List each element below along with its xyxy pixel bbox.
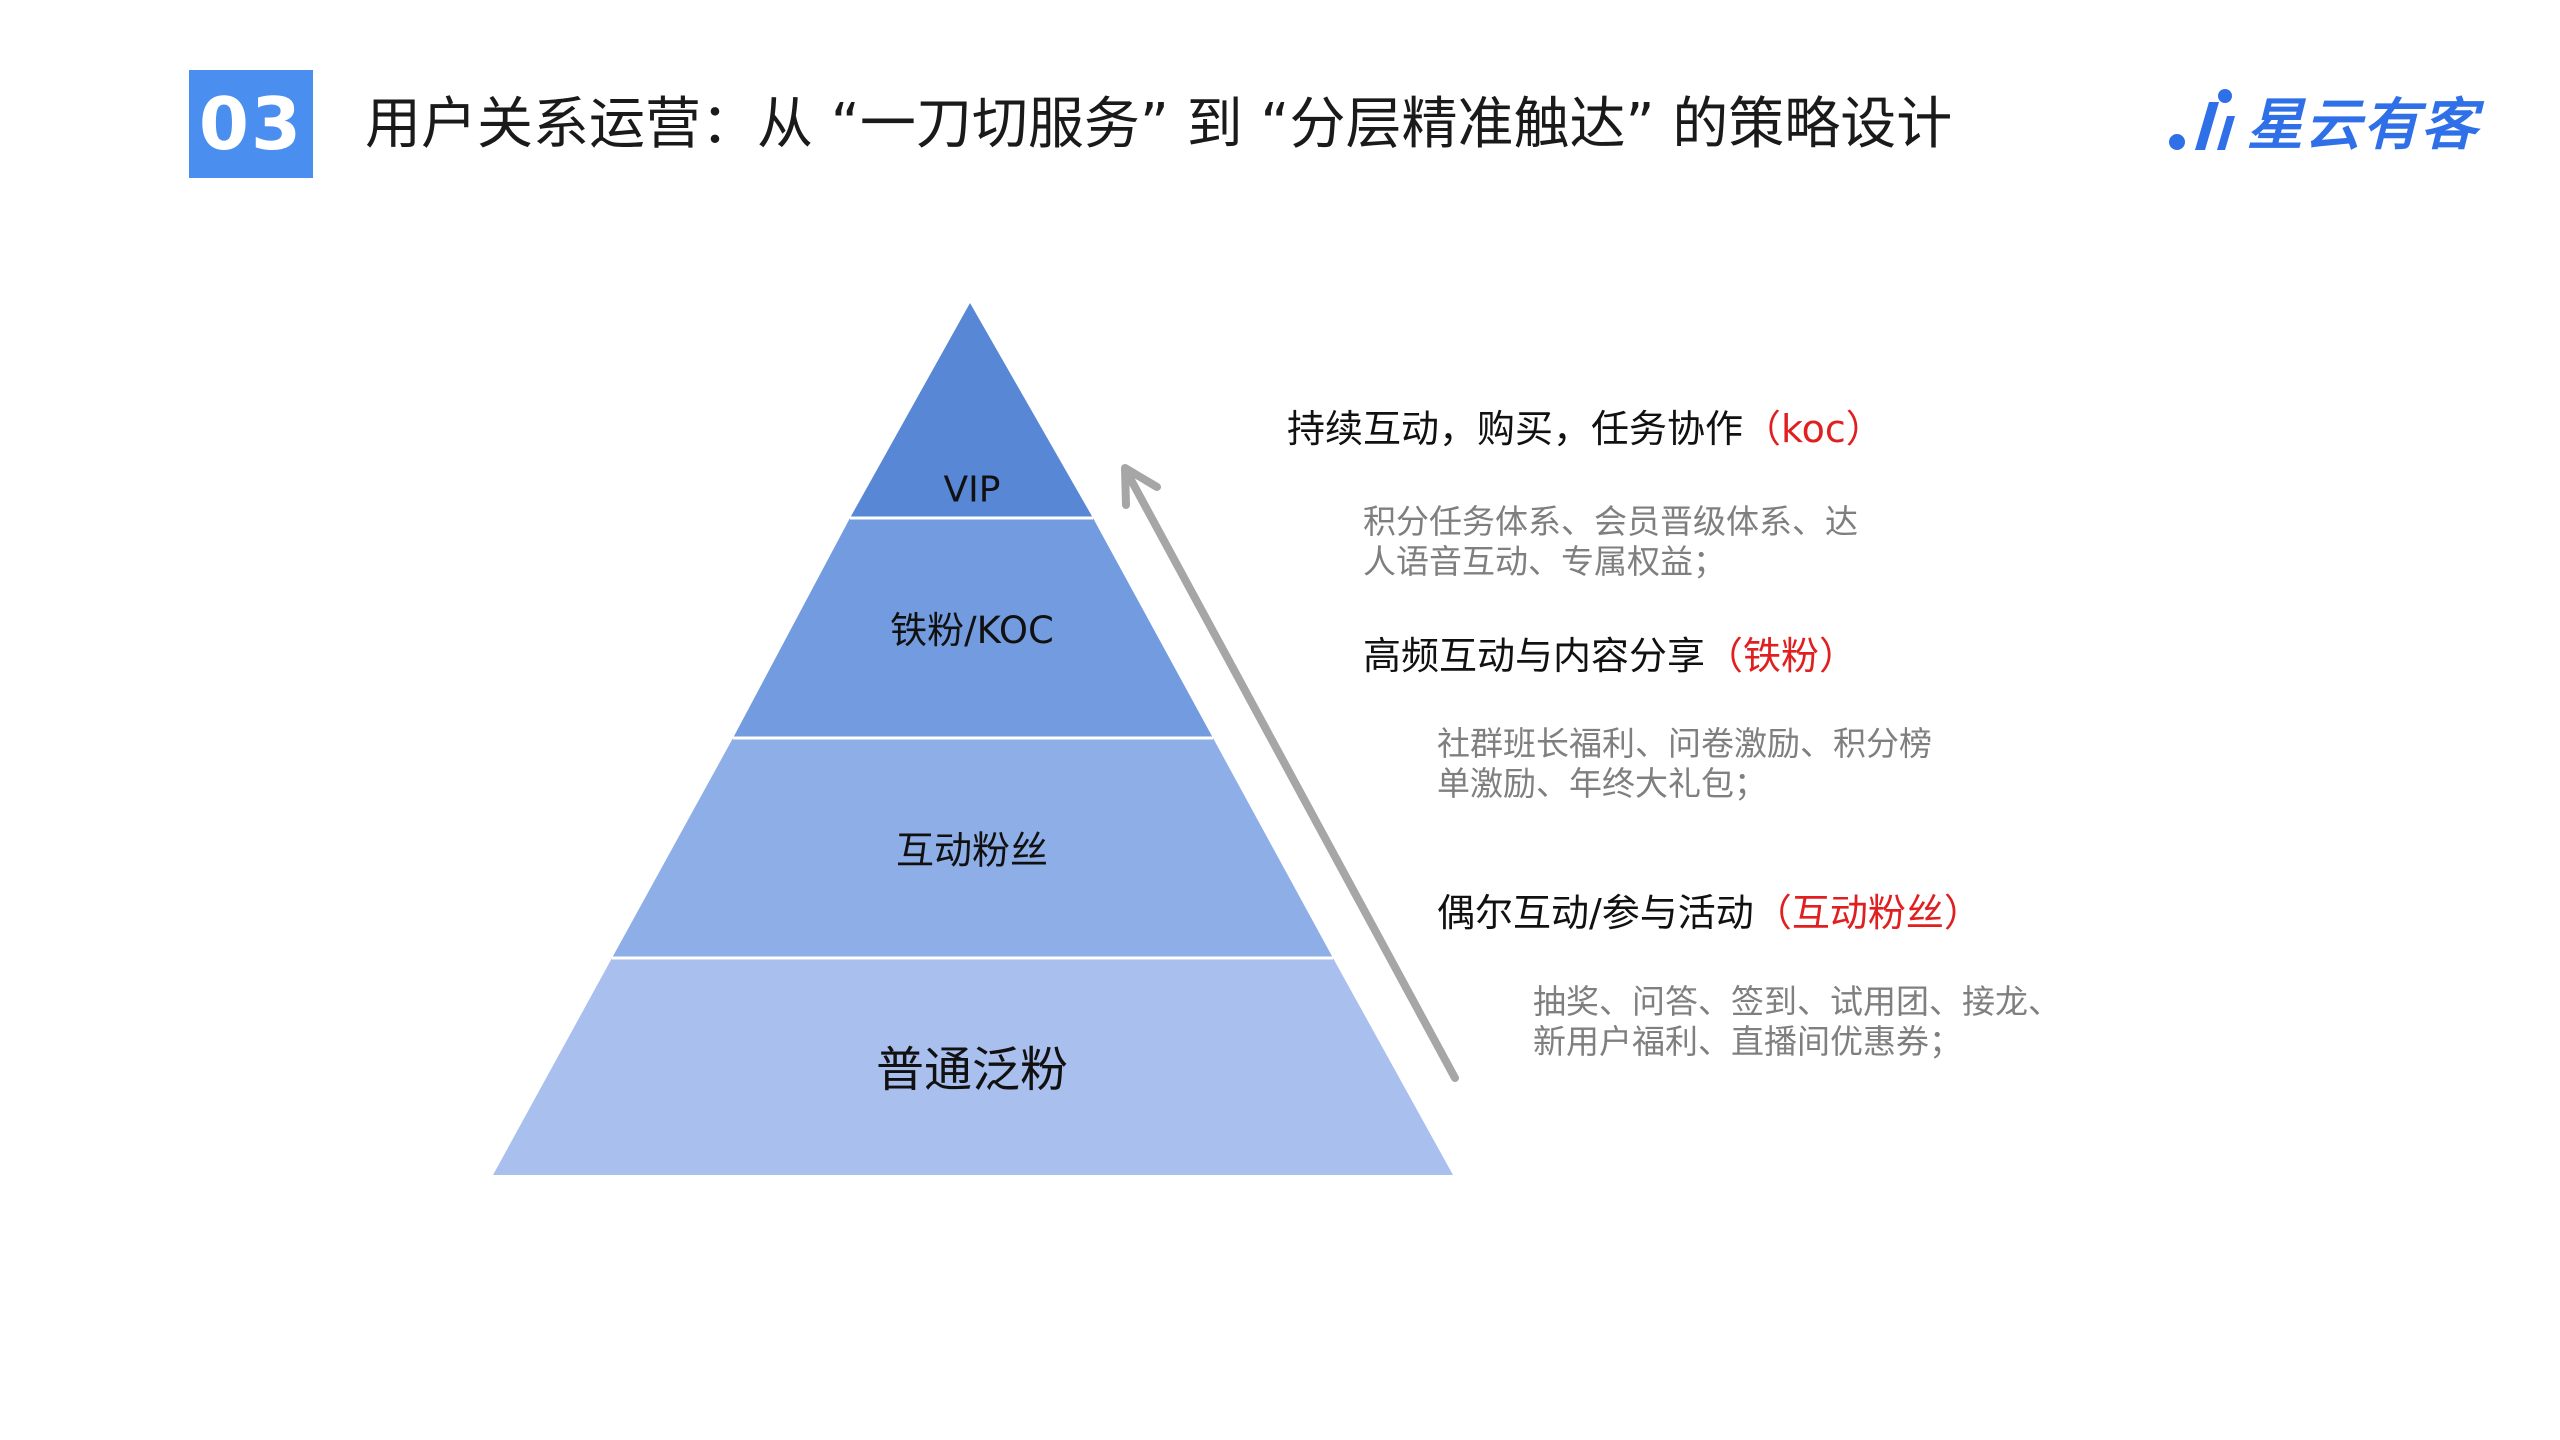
strategy-desc-interactive: 抽奖、问答、签到、试用团、接龙、 新用户福利、直播间优惠券；: [1533, 982, 2061, 1062]
strategy-heading-text: 偶尔互动/参与活动: [1437, 891, 1754, 935]
pyramid-label-general: 普通泛粉: [875, 1042, 1069, 1098]
section-number-badge: 03: [189, 70, 313, 178]
strategy-heading-text: 高频互动与内容分享: [1363, 634, 1706, 678]
pyramid-level-general: [493, 958, 1453, 1175]
brand-name: 星云有客: [2247, 92, 2479, 158]
strategy-desc-line: 抽奖、问答、签到、试用团、接龙、: [1533, 982, 2061, 1021]
strategy-desc-line: 社群班长福利、问卷激励、积分榜: [1437, 724, 1932, 763]
pyramid-level-koc: [733, 518, 1213, 738]
strategy-desc-line: 积分任务体系、会员晋级体系、达: [1363, 502, 1858, 541]
strategy-desc-koc: 积分任务体系、会员晋级体系、达 人语音互动、专属权益；: [1363, 502, 1858, 582]
growth-arrow: [1126, 474, 1459, 1082]
strategy-desc-line: 人语音互动、专属权益；: [1363, 542, 1726, 581]
strategy-tag: （铁粉）: [1705, 634, 1858, 678]
strategy-heading-text: 持续互动，购买，任务协作: [1287, 407, 1744, 451]
pyramid-label-interactive: 互动粉丝: [895, 828, 1049, 873]
strategy-heading-koc: 持续互动，购买，任务协作（koc）: [1287, 398, 1884, 453]
strategy-tag: （koc）: [1743, 407, 1884, 451]
page-title: 用户关系运营：从 “一刀切服务” 到 “分层精准触达” 的策略设计: [365, 92, 1953, 157]
strategy-tag: （互动粉丝）: [1753, 891, 1982, 935]
pyramid-level-interactive: [612, 738, 1333, 958]
growth-arrow-head: [1121, 464, 1161, 509]
pyramid-label-vip: VIP: [943, 469, 1001, 511]
strategy-desc-fans: 社群班长福利、问卷激励、积分榜 单激励、年终大礼包；: [1437, 724, 1932, 804]
brand-logo-icon: [2169, 89, 2235, 150]
pyramid-level-vip: [850, 303, 1093, 518]
strategy-heading-interactive: 偶尔互动/参与活动（互动粉丝）: [1437, 882, 1982, 937]
strategy-heading-fans: 高频互动与内容分享（铁粉）: [1363, 625, 1857, 680]
pyramid-label-koc: 铁粉/KOC: [890, 609, 1054, 652]
strategy-desc-line: 新用户福利、直播间优惠券；: [1533, 1022, 1962, 1061]
brand-logo: 星云有客: [2165, 82, 2479, 158]
strategy-desc-line: 单激励、年终大礼包；: [1437, 764, 1767, 803]
